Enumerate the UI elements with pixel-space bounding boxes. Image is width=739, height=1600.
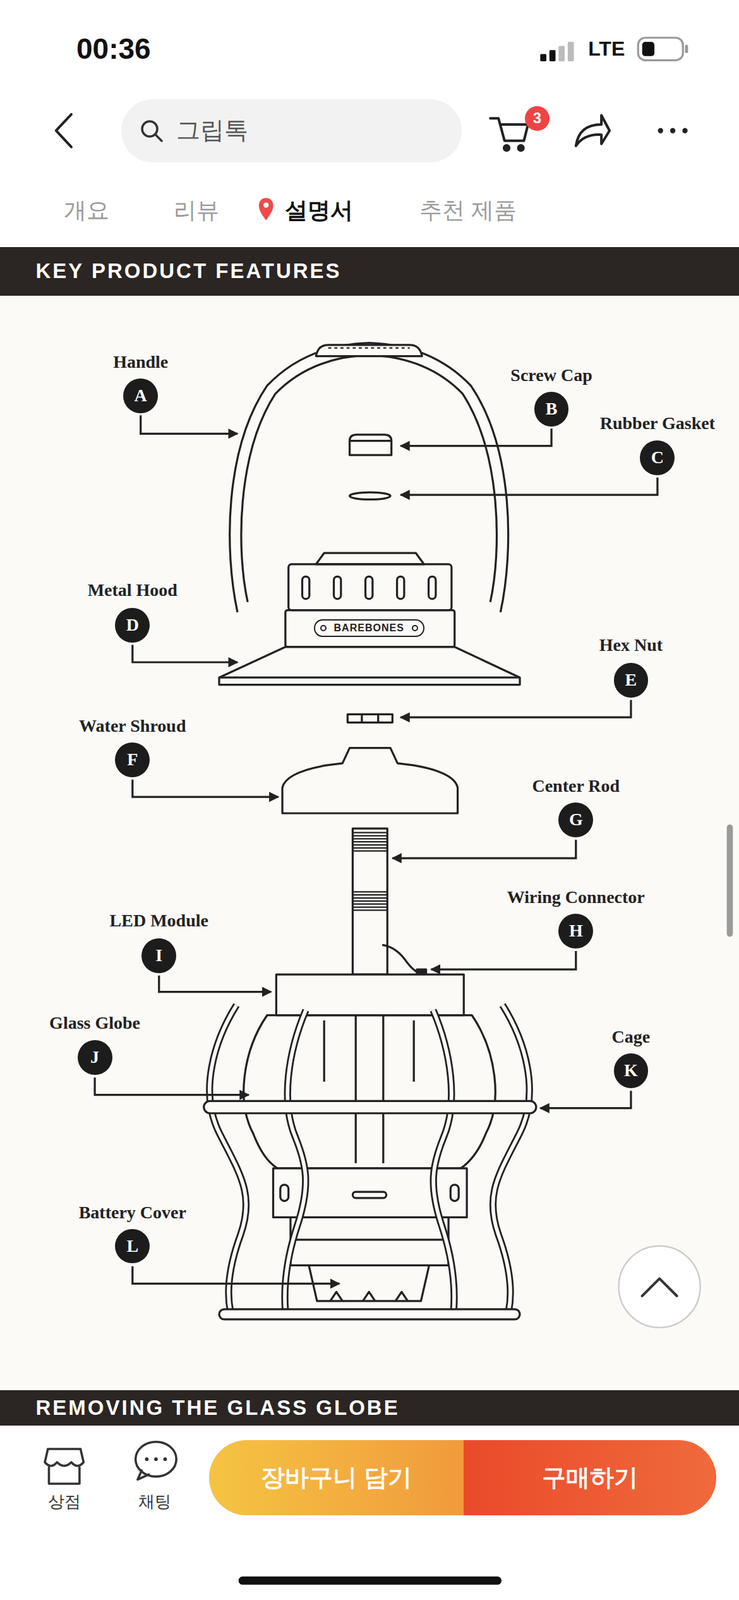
- part-name: Metal Hood: [87, 579, 178, 601]
- status-icons: [540, 37, 688, 62]
- bar-icon-label: 상점: [48, 1491, 81, 1511]
- part-name: Wiring Connector: [507, 886, 645, 908]
- callout-letter: A: [123, 378, 158, 414]
- part-name: Center Rod: [531, 775, 620, 796]
- callout-letter-text: B: [545, 398, 558, 419]
- search-box: 그립톡: [121, 99, 462, 163]
- callout-letter-text: D: [126, 614, 139, 635]
- section-band: REMOVING THE GLASS GLOBE: [0, 1389, 739, 1425]
- button-text: 구매하기: [541, 1463, 638, 1492]
- tab-label: 추천 제품: [419, 197, 517, 223]
- part-name: Rubber Gasket: [600, 413, 715, 434]
- scrollbar: [726, 824, 734, 937]
- part-name: Screw Cap: [510, 365, 592, 386]
- network-type: LTE: [588, 37, 625, 61]
- section-band: KEY PRODUCT FEATURES: [0, 246, 739, 296]
- search-icon: [138, 118, 165, 144]
- status-time: 00:36: [76, 32, 151, 66]
- part-name: Glass Globe: [49, 1012, 141, 1033]
- brand-badge: BAREBONES: [313, 618, 425, 637]
- callout-letter-text: J: [90, 1046, 100, 1067]
- tab-label: 리뷰: [173, 197, 220, 223]
- callout-letter-text: C: [651, 447, 664, 468]
- section-heading: REMOVING THE GLASS GLOBE: [35, 1395, 400, 1420]
- callout-letter: H: [558, 913, 594, 949]
- section-heading: KEY PRODUCT FEATURES: [35, 258, 342, 283]
- tab-label-active: 설명서: [284, 197, 354, 223]
- callout-letter-text: A: [134, 385, 148, 406]
- brand-text: BAREBONES: [334, 622, 405, 634]
- callout-letter: K: [613, 1052, 649, 1088]
- part-name: Water Shroud: [78, 715, 186, 736]
- search-handle: [155, 134, 162, 141]
- part-name: Handle: [113, 351, 169, 373]
- tab-label: 개요: [63, 197, 110, 223]
- manual-ground: [0, 295, 739, 1393]
- callout-letter: F: [114, 742, 150, 777]
- action-button: 장바구니 담기: [209, 1439, 464, 1515]
- action-button: 구매하기: [463, 1439, 717, 1515]
- button-text: 장바구니 담기: [260, 1463, 412, 1492]
- bottom-bar: [0, 1425, 739, 1600]
- badge-count: 3: [533, 109, 542, 127]
- callout-letter-text: E: [625, 669, 638, 690]
- cart-badge: 3: [524, 106, 550, 131]
- callout-letter: G: [558, 802, 594, 837]
- leader-lines: [94, 414, 658, 1283]
- screw-dot: [320, 624, 327, 631]
- part-name: LED Module: [109, 910, 209, 931]
- callout-letter: I: [141, 937, 177, 973]
- callout-letter-text: H: [569, 920, 583, 941]
- callout-letter: J: [77, 1039, 113, 1075]
- tab-pin-icon: [258, 197, 274, 221]
- screw-dot: [411, 624, 419, 631]
- callout-letter-text: I: [155, 944, 163, 966]
- callout-letter: D: [114, 607, 150, 643]
- callout-letter-text: L: [126, 1235, 139, 1256]
- callout-letter-text: K: [624, 1059, 638, 1081]
- bar-icon-label: 채팅: [138, 1491, 172, 1511]
- search-text: 그립톡: [176, 116, 249, 145]
- callout-letter-text: F: [126, 749, 138, 770]
- part-name: Cage: [612, 1026, 651, 1047]
- lantern-drawing: [204, 342, 537, 1319]
- part-name: Battery Cover: [78, 1201, 187, 1223]
- callout-letter-text: G: [569, 809, 583, 830]
- callout-letter: B: [534, 391, 570, 427]
- scroll-top-button: [618, 1245, 701, 1328]
- callout-letter: C: [639, 440, 675, 475]
- callout-letter: E: [613, 662, 649, 698]
- part-name: Hex Nut: [599, 634, 663, 655]
